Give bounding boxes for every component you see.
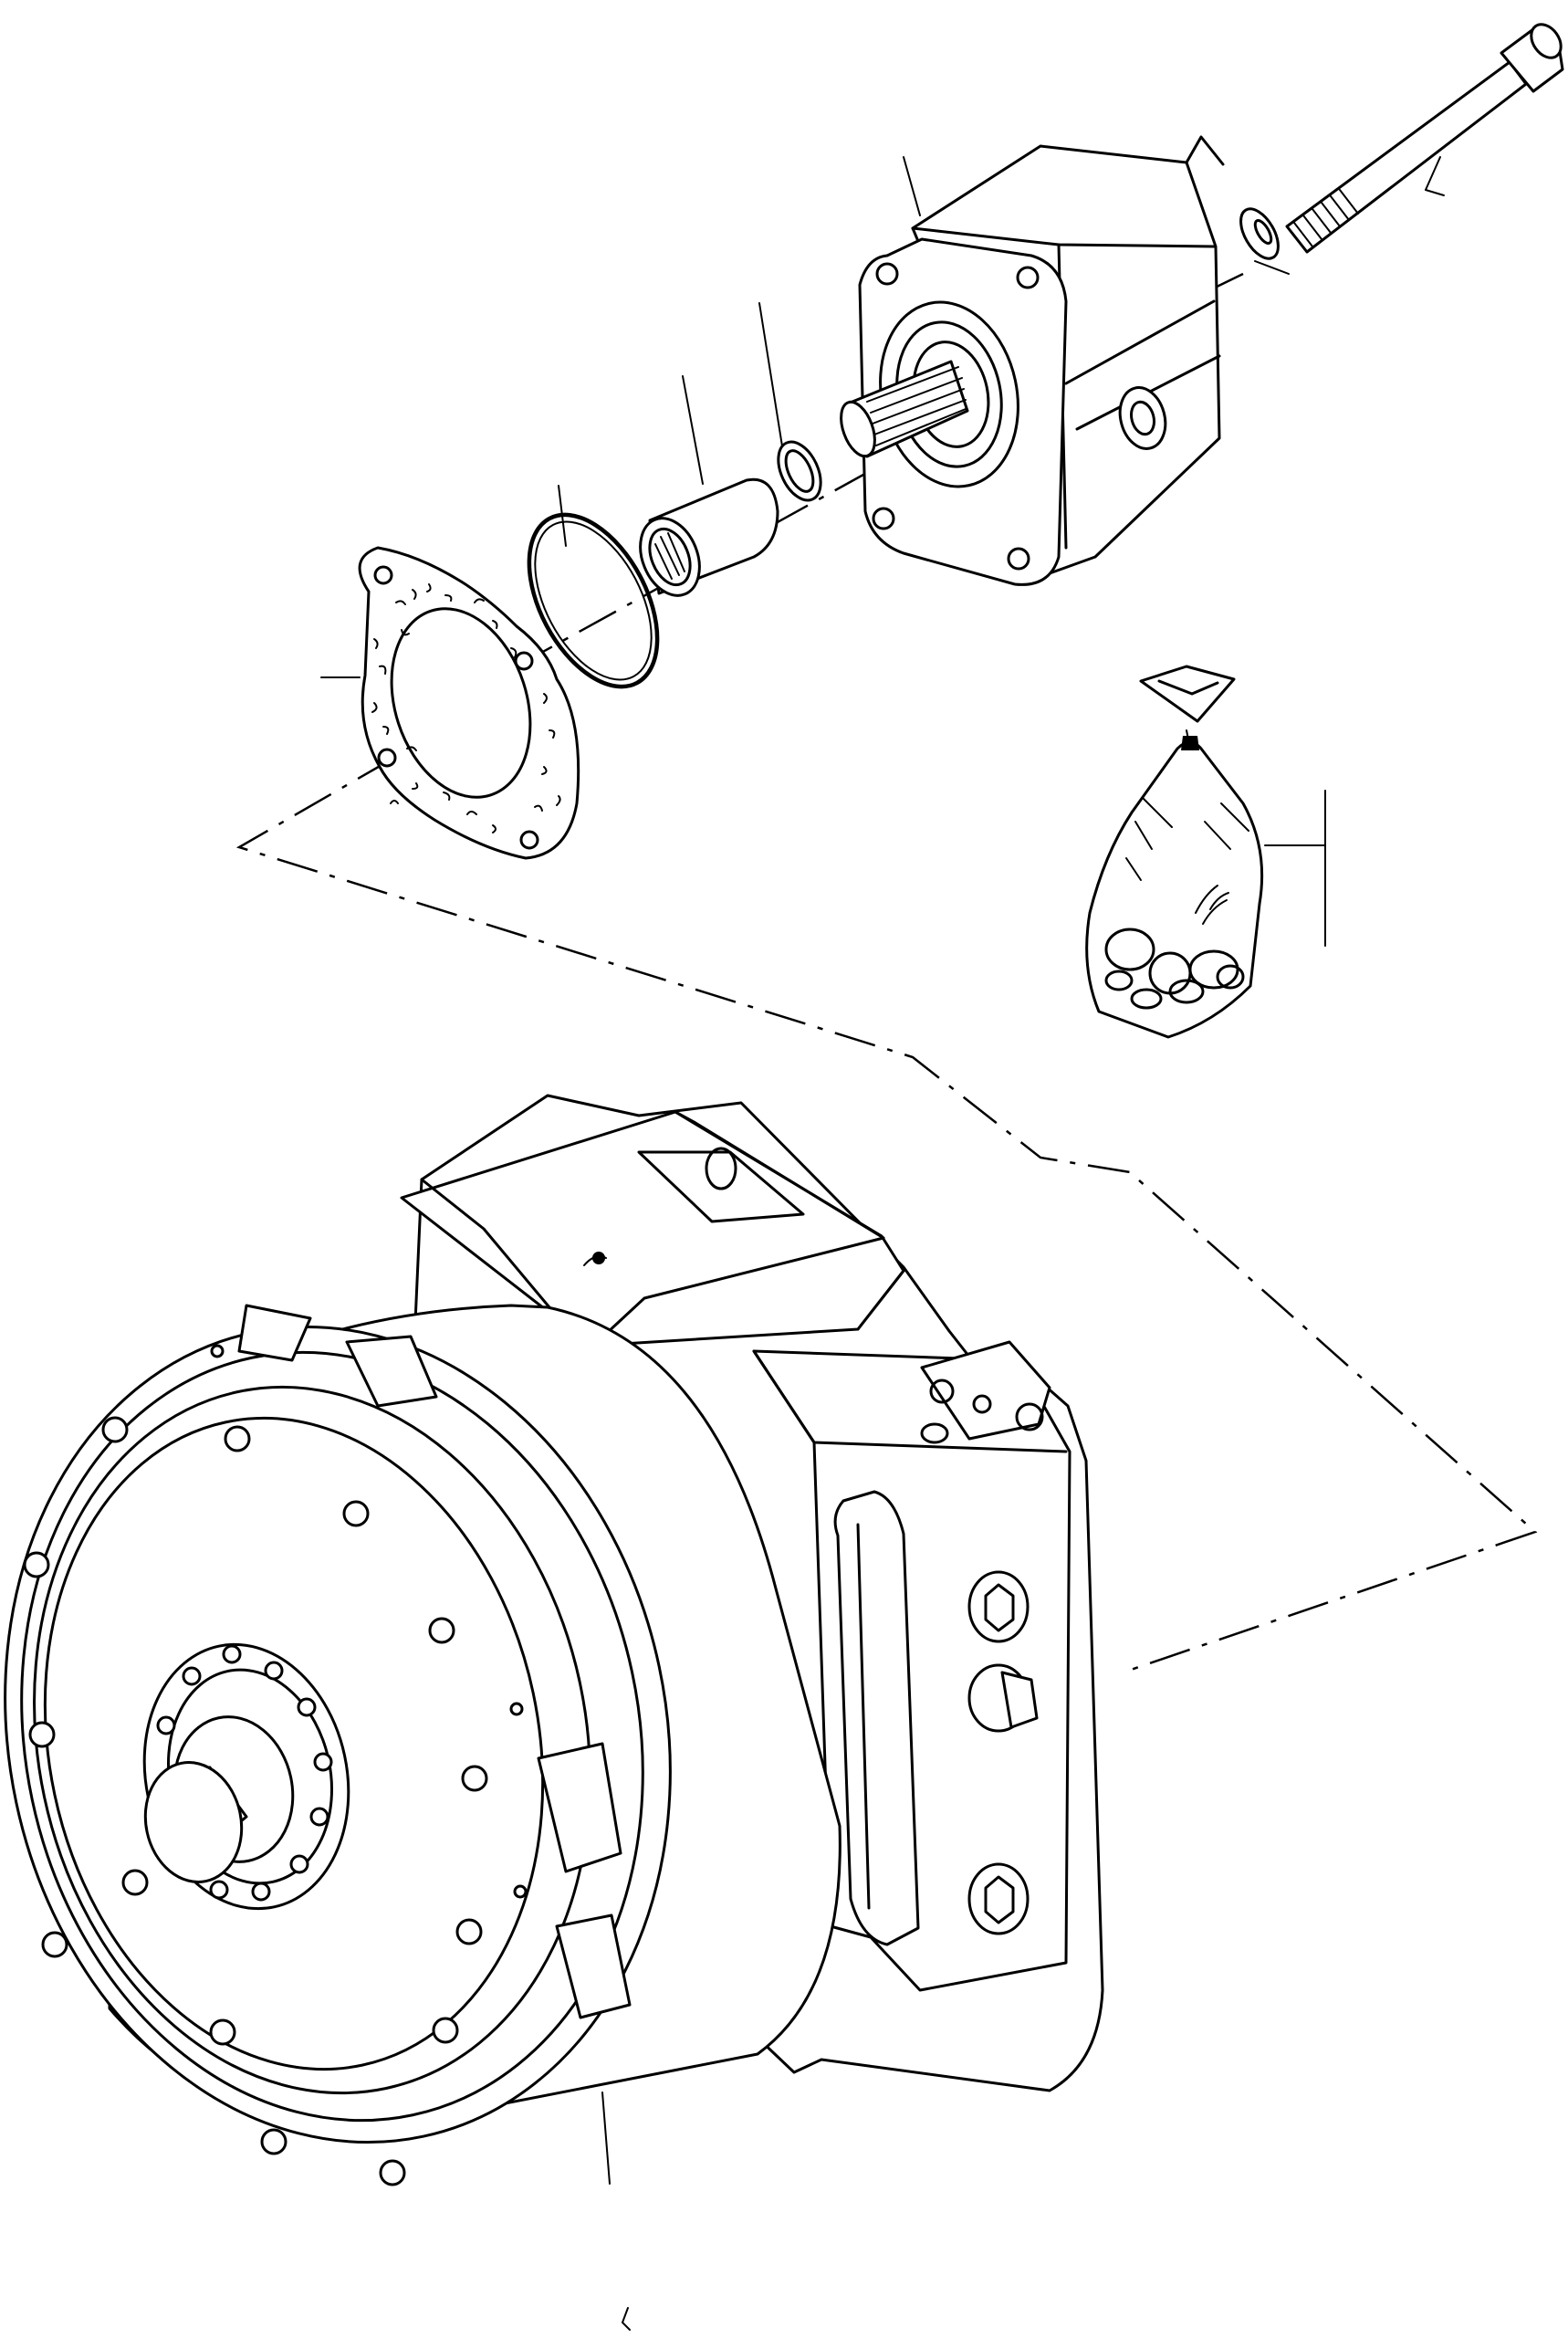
leader-housing xyxy=(601,2092,611,2185)
leader-washer xyxy=(1254,260,1290,275)
leader-lines xyxy=(320,156,1445,2331)
snap-ring-icon xyxy=(777,440,822,502)
parts-bag-icon xyxy=(1085,665,1264,1039)
mounting-alignment-line xyxy=(235,756,1538,1672)
gasket-icon xyxy=(358,546,580,860)
leader-sleeve xyxy=(682,375,704,485)
leader-housing-end xyxy=(621,2307,631,2331)
drain-plug-icon xyxy=(967,1570,1039,1935)
o-ring-icon xyxy=(527,512,660,689)
washer-icon xyxy=(1239,207,1280,260)
hydraulic-pump-icon xyxy=(840,135,1225,586)
leader-pump xyxy=(903,156,921,216)
hub-bolts xyxy=(154,1644,333,1902)
face-bolts xyxy=(23,1344,528,2186)
sleeve-coupling-icon xyxy=(639,477,779,597)
bolt-icon xyxy=(1285,23,1564,254)
leader-bolt xyxy=(1425,156,1441,191)
leader-bolt-tick xyxy=(1425,189,1445,196)
transmission-housing-icon xyxy=(4,1094,1104,2186)
